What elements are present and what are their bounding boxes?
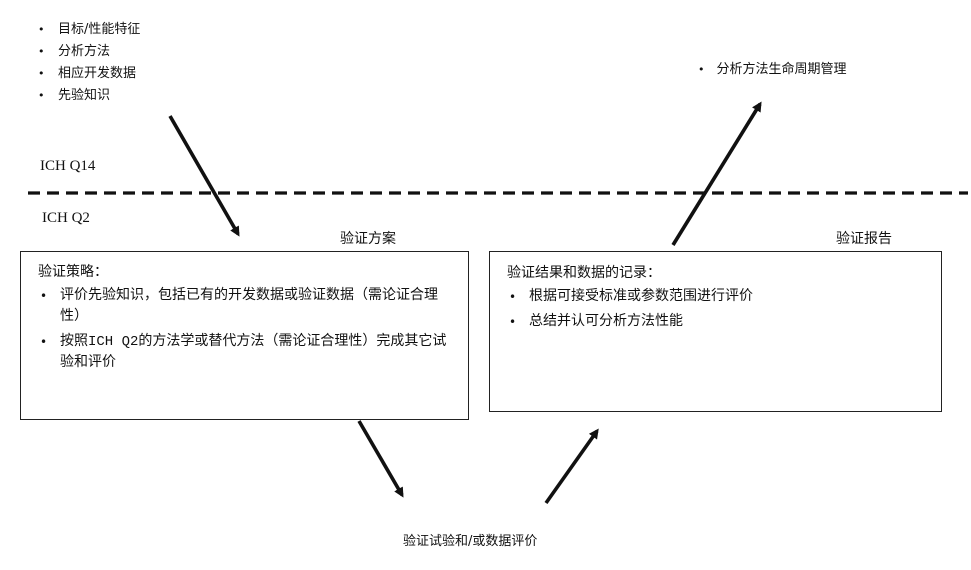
arrow-evaluation-to-report	[544, 428, 599, 505]
validation-results-item: 根据可接受标准或参数范围进行评价	[507, 287, 925, 308]
validation-results-item: 总结并认可分析方法性能	[507, 312, 925, 333]
ich-q14-label: ICH Q14	[40, 158, 96, 174]
ich-q2-label: ICH Q2	[42, 210, 90, 226]
inputs-list-item: 先验知识	[38, 85, 140, 107]
validation-report-label: 验证报告	[836, 232, 892, 247]
arrow-protocol-to-evaluation	[357, 420, 404, 498]
validation-protocol-label: 验证方案	[340, 232, 396, 247]
validation-results-heading: 验证结果和数据的记录：	[507, 266, 661, 282]
validation-strategy-heading: 验证策略：	[38, 265, 108, 281]
validation-strategy-list: 评价先验知识，包括已有的开发数据或验证数据（需论证合理性） 按照ICH Q2的方…	[38, 286, 452, 374]
arrow-inputs-to-protocol	[168, 115, 240, 237]
inputs-list-item: 分析方法	[38, 41, 140, 63]
validation-results-box: 验证结果和数据的记录： 根据可接受标准或参数范围进行评价 总结并认可分析方法性能	[489, 251, 942, 412]
validation-strategy-item: 按照ICH Q2的方法学或替代方法（需论证合理性）完成其它试验和评价	[38, 332, 452, 374]
lifecycle-management-label: 分析方法生命周期管理	[698, 58, 847, 77]
inputs-list-item: 目标/性能特征	[38, 19, 140, 41]
validation-strategy-item: 评价先验知识，包括已有的开发数据或验证数据（需论证合理性）	[38, 286, 452, 328]
validation-evaluation-label: 验证试验和/或数据评价	[403, 534, 538, 549]
inputs-list-item: 相应开发数据	[38, 63, 140, 85]
validation-strategy-box: 验证策略： 评价先验知识，包括已有的开发数据或验证数据（需论证合理性） 按照IC…	[20, 251, 469, 420]
inputs-list: 目标/性能特征 分析方法 相应开发数据 先验知识	[38, 19, 140, 107]
validation-results-list: 根据可接受标准或参数范围进行评价 总结并认可分析方法性能	[507, 287, 925, 333]
arrow-report-to-lifecycle	[671, 101, 762, 246]
